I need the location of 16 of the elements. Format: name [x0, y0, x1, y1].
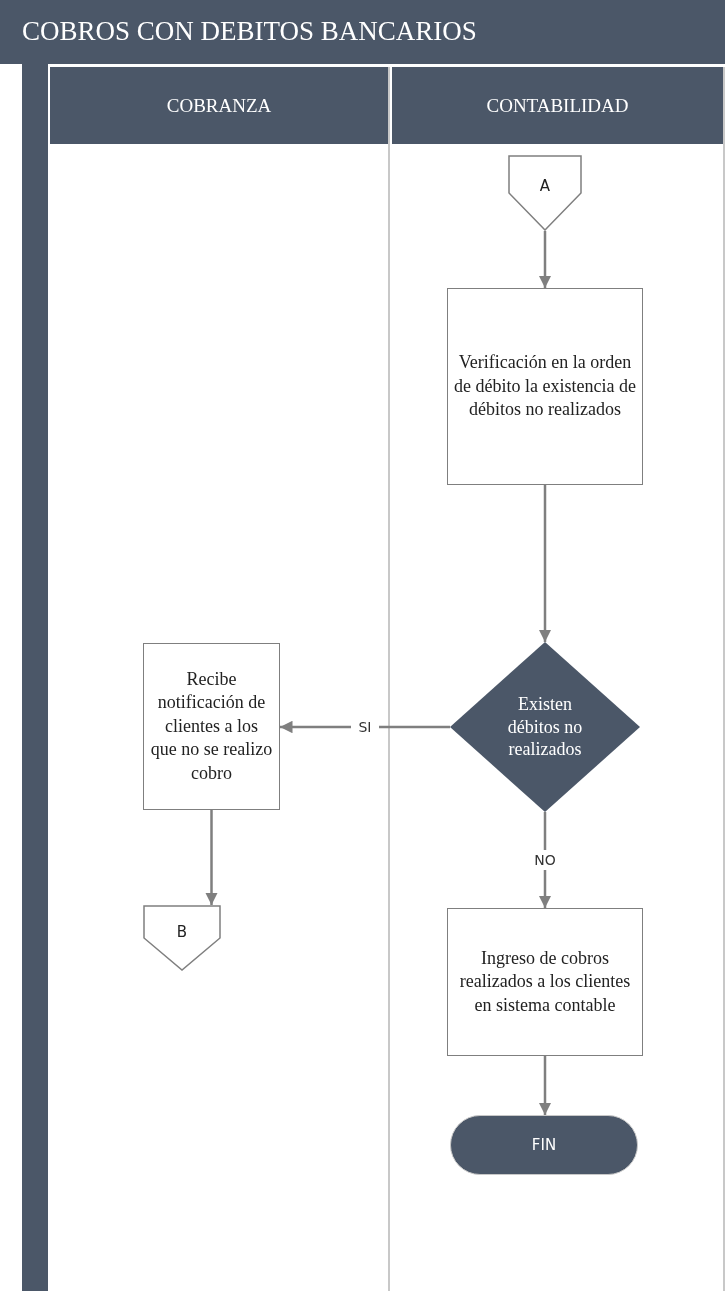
terminator: FIN — [450, 1115, 638, 1175]
process-box: Ingreso de cobros realizados a los clientes en sistema contable — [447, 908, 643, 1056]
off-page-connector: B — [143, 905, 221, 971]
swimlane — [50, 67, 390, 1291]
diagram-title: COBROS CON DEBITOS BANCARIOS — [22, 15, 477, 47]
arrow — [538, 485, 552, 642]
arrow — [538, 1056, 552, 1115]
lane-title: CONTABILIDAD — [486, 94, 629, 117]
arrow — [538, 231, 552, 288]
decision-diamond: Existen débitos no realizados — [450, 642, 640, 812]
process-box: Recibe notificación de clientes a los que no se realizo cobro — [143, 643, 280, 810]
off-page-connector: A — [508, 155, 582, 231]
process-box: Verificación en la orden de débito la existencia de débitos no realizados — [447, 288, 643, 485]
arrow — [205, 810, 218, 905]
lane-title: COBRANZA — [166, 94, 272, 117]
swimlane — [392, 67, 725, 1291]
